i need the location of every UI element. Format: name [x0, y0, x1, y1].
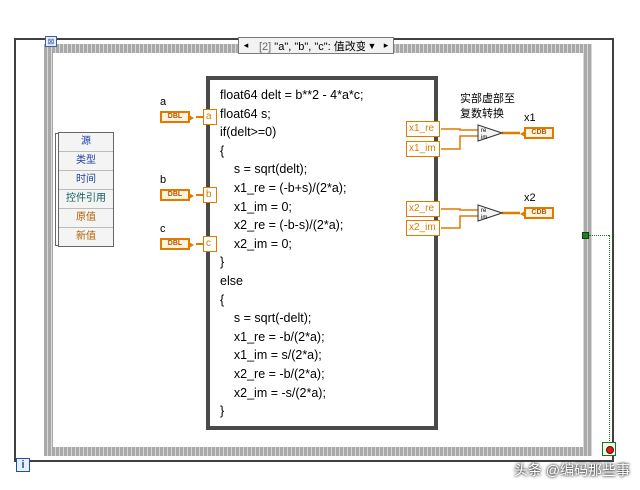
re-im-to-complex-node-2[interactable]: re im	[477, 204, 503, 222]
loop-stop-terminal[interactable]	[602, 442, 616, 456]
svg-text:re: re	[481, 208, 487, 214]
event-data-newval[interactable]: 新值	[59, 227, 113, 246]
control-c-label: c	[160, 223, 166, 235]
next-case-arrow-icon[interactable]: ▸	[383, 40, 389, 50]
event-data-time[interactable]: 时间	[59, 170, 113, 189]
control-b-label: b	[160, 174, 167, 186]
formula-input-b[interactable]: b	[203, 187, 217, 203]
control-a-terminal[interactable]: DBL	[160, 111, 194, 123]
event-case-name: "a", "b", "c": 值改变	[274, 40, 365, 53]
event-data-node[interactable]: 源 类型 时间 控件引用 原值 新值	[55, 132, 114, 247]
svg-text:im: im	[481, 135, 487, 141]
re-im-to-complex-node-1[interactable]: re im	[477, 124, 503, 142]
watermark-text: 头条 @编码那些事	[513, 462, 630, 478]
iteration-terminal-icon[interactable]: i	[16, 458, 30, 472]
re-im-to-complex-icon: re im	[477, 124, 503, 142]
prev-case-arrow-icon[interactable]: ◂	[243, 40, 249, 50]
event-data-ctlref[interactable]: 控件引用	[59, 189, 113, 208]
formula-output-x2-re[interactable]: x2_re	[406, 201, 440, 217]
svg-text:re: re	[481, 128, 487, 134]
event-case-selector[interactable]: ◂ [2] "a", "b", "c": 值改变 ▼ ▸	[238, 37, 394, 54]
event-case-index: [2]	[259, 40, 272, 53]
convert-caption-line: 实部虚部至 复数转换	[460, 93, 515, 120]
wire-x1-re	[441, 128, 478, 131]
formula-output-x1-im[interactable]: x1_im	[406, 141, 440, 157]
indicator-x1-label: x1	[524, 112, 536, 124]
wire-c[interactable]	[196, 243, 206, 245]
formula-input-c[interactable]: c	[203, 236, 217, 252]
formula-output-x1-re[interactable]: x1_re	[406, 121, 440, 137]
control-c-terminal[interactable]: DBL	[160, 238, 194, 250]
stop-terminal-icon	[606, 446, 614, 454]
bool-wire-vertical[interactable]	[609, 235, 610, 443]
event-timeout-tunnel-icon[interactable]: ⊠	[45, 36, 57, 47]
indicator-x2-terminal[interactable]: CDB	[520, 207, 554, 219]
control-a-label: a	[160, 96, 167, 108]
event-data-source[interactable]: 源	[81, 136, 91, 147]
wire-a[interactable]	[196, 116, 206, 118]
event-case-label[interactable]: [2] "a", "b", "c": 值改变	[253, 38, 365, 54]
wire-x2-im	[441, 215, 478, 229]
dropdown-arrow-icon[interactable]: ▼	[367, 40, 377, 51]
formula-input-a[interactable]: a	[203, 109, 217, 125]
formula-output-x2-im[interactable]: x2_im	[406, 220, 440, 236]
re-im-convert-caption: 实部虚部至 复数转换	[460, 92, 515, 122]
event-data-oldval[interactable]: 原值	[59, 208, 113, 227]
wire-x1-im	[441, 135, 478, 150]
indicator-x1-terminal[interactable]: CDB	[520, 127, 554, 139]
re-im-to-complex-icon: re im	[477, 204, 503, 222]
wire-b[interactable]	[196, 194, 206, 196]
event-data-type[interactable]: 类型	[59, 151, 113, 170]
indicator-x2-label: x2	[524, 192, 536, 204]
formula-node[interactable]: float64 delt = b**2 - 4*a*c; float64 s; …	[206, 76, 438, 430]
svg-text:im: im	[481, 215, 487, 221]
control-b-terminal[interactable]: DBL	[160, 189, 194, 201]
formula-code[interactable]: float64 delt = b**2 - 4*a*c; float64 s; …	[220, 88, 364, 419]
bool-wire-horizontal[interactable]	[589, 235, 609, 236]
wire-x2-re	[441, 208, 478, 211]
boolean-tunnel[interactable]	[582, 232, 589, 239]
